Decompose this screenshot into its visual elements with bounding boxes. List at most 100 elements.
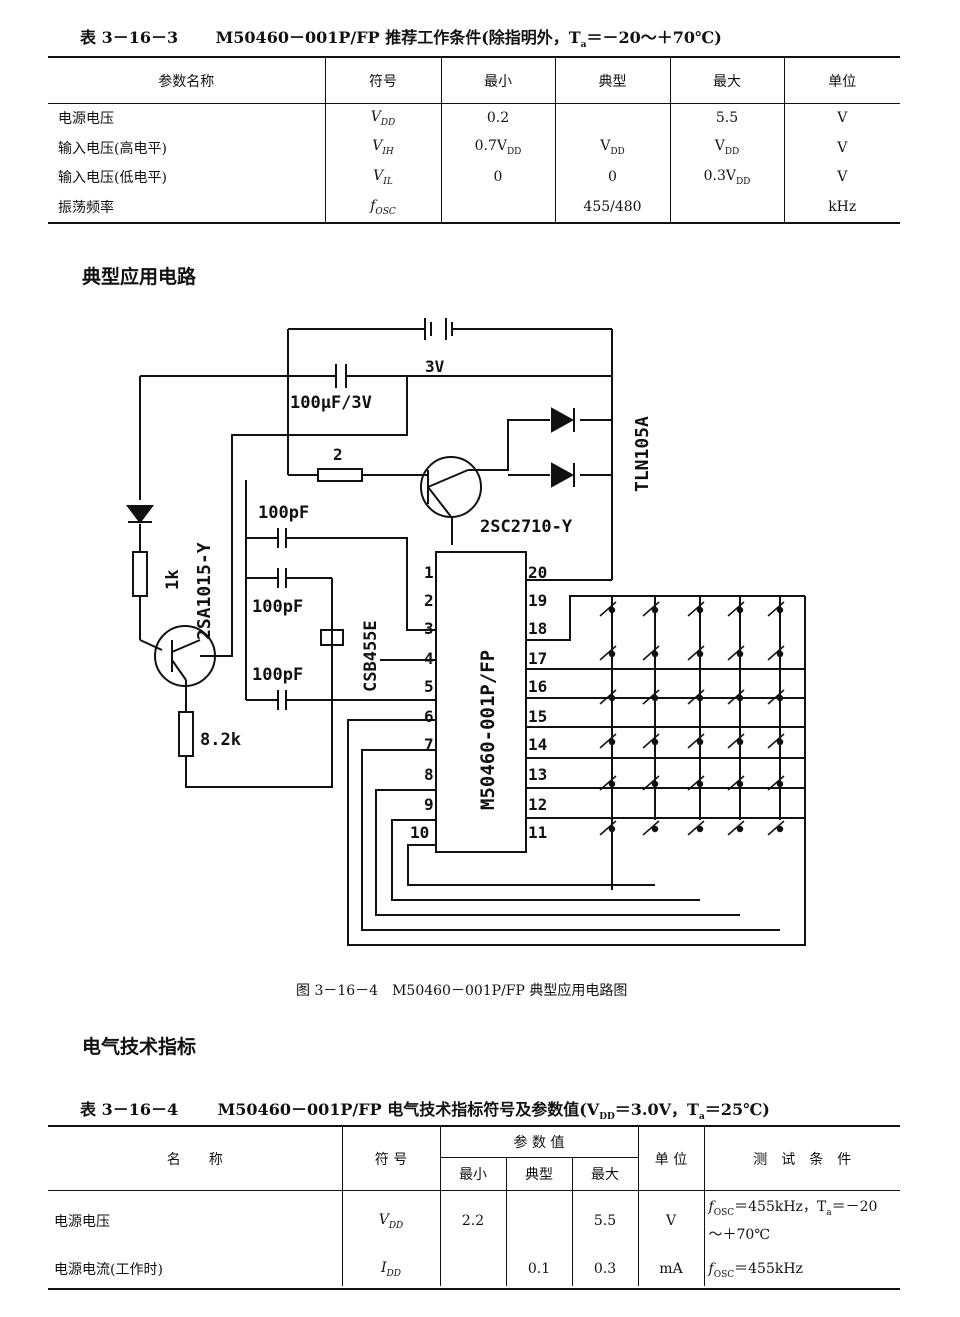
ic-body [435, 551, 527, 853]
param-name: 输入电压(高电平) [48, 133, 326, 162]
matrix-node [776, 650, 784, 658]
spec-name: 电源电流(工作时) [48, 1252, 343, 1286]
wire-pnp [171, 580, 333, 788]
matrix-node [776, 780, 784, 788]
table-row: 输入电压(高电平) VIH 0.7VDD VDD VDD V [48, 133, 900, 162]
wire-leds [468, 419, 612, 476]
battery-symbol [424, 318, 453, 340]
param-name: 电源电压 [48, 103, 326, 133]
table1-header-unit: 单位 [828, 73, 857, 90]
matrix-node [651, 780, 659, 788]
table1-header-typ: 典型 [555, 58, 671, 103]
spec-max: 5.5 [572, 1190, 639, 1252]
led-label: TLN105A [632, 416, 653, 492]
matrix-switch [767, 645, 785, 661]
matrix-node [608, 738, 616, 746]
wire-pin8-loop [375, 789, 740, 916]
matrix-node [696, 825, 704, 833]
res-1k-label: 1k [163, 570, 183, 590]
matrix-switch [727, 775, 745, 791]
ic-pin-label-right: 20 [528, 563, 547, 582]
cap-elec-label: 100μF/3V [290, 393, 372, 413]
matrix-switch [642, 820, 660, 836]
param-symbol: fOSC [325, 192, 442, 222]
table2-number: 表 3－16－4 [80, 1100, 179, 1119]
key-matrix [599, 601, 785, 836]
cap-bot [246, 690, 300, 710]
matrix-switch [767, 601, 785, 617]
matrix-node [776, 606, 784, 614]
table-row: 电源电流(工作时) IDD 0.1 0.3 mA fOSC＝455kHz [48, 1252, 900, 1286]
table1-header-min: 最小 [441, 58, 556, 103]
matrix-switch [727, 601, 745, 617]
param-name: 振荡频率 [48, 192, 326, 222]
cap-top-plates [277, 528, 287, 548]
res-2-label: 2 [333, 445, 343, 464]
param-symbol: VIH [325, 133, 442, 162]
spec-name: 电源电压 [48, 1190, 343, 1252]
matrix-switch [727, 733, 745, 749]
ic-label: M50460-001P/FP [477, 650, 499, 810]
matrix-node [776, 694, 784, 702]
table2-header-params: 参 数 值 [440, 1127, 639, 1158]
matrix-node [608, 606, 616, 614]
wire-row-19 [526, 595, 805, 641]
resonator-body [320, 629, 344, 646]
matrix-switch [642, 689, 660, 705]
ic-pin-label-left: 3 [424, 619, 434, 638]
pnp-label: 2SA1015-Y [194, 542, 215, 640]
led-bottom-symbol [551, 462, 575, 488]
wire-rows [526, 668, 805, 819]
matrix-node [696, 738, 704, 746]
param-min: 0.7VDD [441, 133, 556, 162]
matrix-node [608, 694, 616, 702]
matrix-node [608, 650, 616, 658]
matrix-node [696, 694, 704, 702]
matrix-node [736, 738, 744, 746]
table-row: 电源电压 VDD 2.2 5.5 V fOSC＝455kHz，Ta＝－20～＋7… [48, 1190, 900, 1252]
cap-top-label: 100pF [258, 503, 309, 523]
table2-title: M50460－001P/FP 电气技术指标符号及参数值(V [217, 1100, 600, 1119]
spec-typ: 0.1 [506, 1252, 573, 1286]
matrix-switch [642, 645, 660, 661]
spec-min: 2.2 [440, 1190, 507, 1252]
ic-pin-label-left: 10 [410, 823, 429, 842]
matrix-node [776, 825, 784, 833]
matrix-node [651, 738, 659, 746]
resonator-label: CSB455E [361, 620, 381, 692]
wire-pin9-loop [391, 819, 700, 901]
param-min [441, 192, 556, 222]
matrix-switch [727, 820, 745, 836]
matrix-node [776, 738, 784, 746]
matrix-node [651, 650, 659, 658]
param-max: 5.5 [670, 103, 785, 133]
table2: 名 称 符 号 参 数 值 单 位 测 试 条 件 最小 典型 最大 电源电压 … [48, 1127, 900, 1286]
table1: 参数名称 符号 最小 典型 最大 单位 电源电压 VDD 0.2 5.5 V 输… [48, 58, 900, 222]
ic-pin-label-right: 16 [528, 677, 547, 696]
param-typ: 0 [555, 162, 671, 192]
table2-caption: 表 3－16－4 M50460－001P/FP 电气技术指标符号及参数值(VDD… [80, 1096, 770, 1122]
ic-pin-label-right: 18 [528, 619, 547, 638]
param-symbol: VDD [325, 103, 442, 133]
matrix-switch [767, 733, 785, 749]
matrix-node [651, 694, 659, 702]
ic-pin-label-right: 11 [528, 823, 547, 842]
ic-pin-label-left: 9 [424, 795, 434, 814]
table1-header-max: 最大 [670, 58, 785, 103]
param-max: VDD [670, 133, 785, 162]
param-min: 0 [441, 162, 556, 192]
table2-header-condition: 测 试 条 件 [753, 1151, 852, 1168]
table1-title: M50460－001P/FP 推荐工作条件(除指明外，T [215, 28, 581, 47]
matrix-node [696, 650, 704, 658]
spec-max: 0.3 [572, 1252, 639, 1286]
circuit-diagram: 3V 100μF/3V 2 2SC2710-Y 100pF 100pF 100p… [126, 318, 806, 946]
ic-pin-label-left: 5 [424, 677, 434, 696]
section-heading-specs: 电气技术指标 [82, 1036, 197, 1058]
table2-header-min: 最小 [440, 1157, 507, 1190]
param-typ: VDD [555, 133, 671, 162]
table1-number: 表 3－16－3 [80, 28, 179, 47]
spec-unit: mA [638, 1252, 705, 1286]
spec-typ [506, 1190, 573, 1252]
figure-caption: 图 3－16－4 M50460－001P/FP 典型应用电路图 [296, 983, 628, 999]
matrix-node [736, 825, 744, 833]
